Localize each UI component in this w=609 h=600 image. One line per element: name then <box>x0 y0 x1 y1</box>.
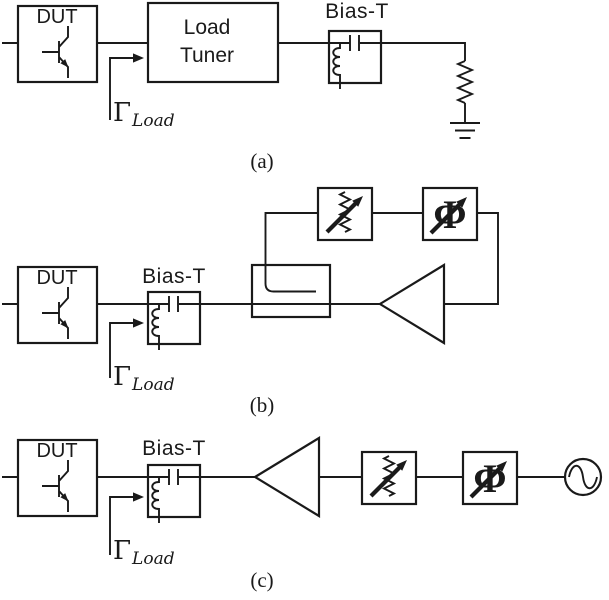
dut-label: DUT <box>36 440 77 462</box>
amplifier-icon <box>378 263 446 345</box>
gamma-arrowhead-icon <box>133 318 144 328</box>
bias-t-box <box>146 290 202 352</box>
resistor-icon <box>455 60 475 104</box>
coupled-line <box>264 212 318 293</box>
load-tuner-box <box>146 1 280 84</box>
feedback-loop-line <box>372 212 499 305</box>
variable-attenuator-box <box>318 188 372 240</box>
gamma-load-arrow <box>109 496 134 555</box>
bias-t-label: Bias-T <box>325 0 389 23</box>
panel-a-label: (a) <box>250 149 273 173</box>
load-tuner-label-line1: Load <box>184 16 231 39</box>
gamma-load-arrow <box>109 57 134 120</box>
panel-b-schematic: DUT Bias-T Φ ΓLoad (b) <box>2 186 499 417</box>
gamma-load-label: ΓLoad <box>113 362 175 395</box>
variable-attenuator-box <box>362 452 416 504</box>
panel-a-schematic: DUT Load Tuner Bias-T ΓLoad (a) <box>2 0 481 173</box>
gamma-arrowhead-icon <box>133 492 144 502</box>
gamma-load-label: ΓLoad <box>113 98 175 131</box>
bias-t-label: Bias-T <box>142 265 206 288</box>
gamma-arrowhead-icon <box>133 53 144 63</box>
ground-icon <box>449 122 481 139</box>
dut-label: DUT <box>36 6 77 28</box>
panel-b-label: (b) <box>250 393 275 417</box>
dut-label: DUT <box>36 267 77 289</box>
bias-t-box <box>146 463 202 525</box>
sine-wave-icon <box>568 464 598 490</box>
panel-c-schematic: DUT Bias-T Φ ΓLoad (c) <box>2 436 603 592</box>
bias-t-label: Bias-T <box>142 437 206 460</box>
gamma-load-label: ΓLoad <box>113 536 175 569</box>
bias-t-box <box>327 29 383 91</box>
load-tuner-label-line2: Tuner <box>180 44 234 67</box>
signal-line <box>2 42 466 123</box>
panel-c-label: (c) <box>250 568 273 592</box>
amplifier-icon <box>253 436 321 518</box>
gamma-load-arrow <box>109 322 134 378</box>
